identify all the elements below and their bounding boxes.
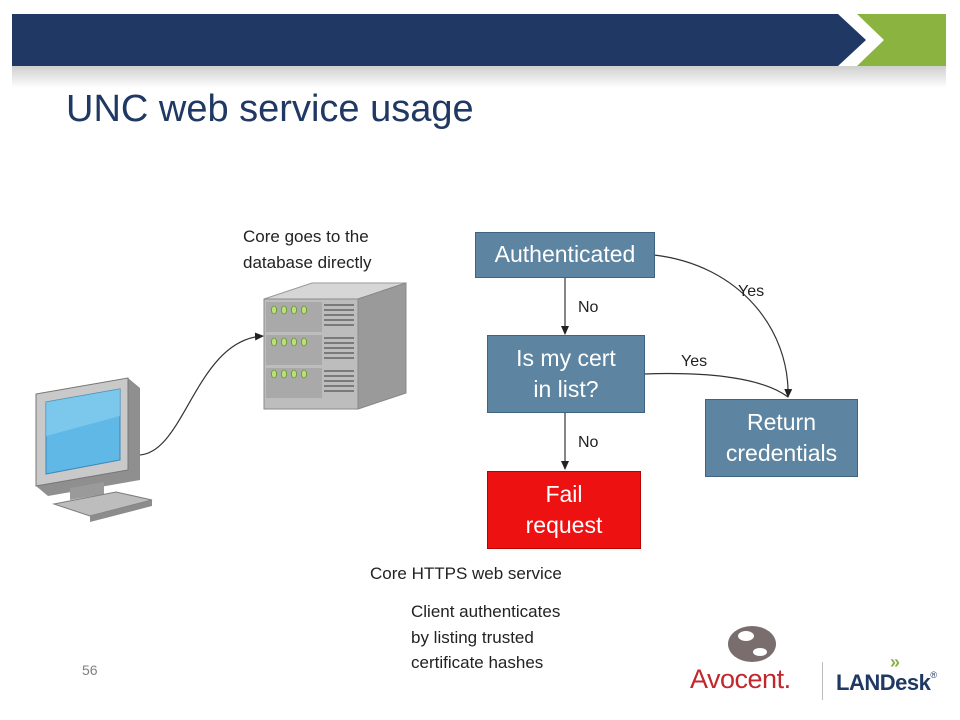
- core-database-note-line1: Core goes to the: [243, 227, 369, 246]
- avocent-logo-text: Avocent: [690, 664, 784, 694]
- return-credentials-line1: Return: [746, 408, 817, 435]
- header-chevron: [857, 14, 946, 66]
- server-rack-icon: [263, 282, 407, 410]
- authenticated-box: Authenticated: [475, 232, 655, 278]
- core-database-note-line2: database directly: [243, 252, 372, 272]
- core-database-note: Core goes to the database directly: [243, 224, 372, 275]
- web-service-caption: Core HTTPS web service: [370, 564, 562, 583]
- avocent-logo-dot: .: [783, 664, 792, 694]
- client-auth-line2: by listing trusted: [411, 627, 534, 647]
- edge-label-yes-1: Yes: [738, 283, 765, 300]
- computer-monitor-icon: [35, 377, 153, 522]
- cert-check-line2: in list?: [533, 376, 599, 402]
- landesk-logo-text: LANDesk: [836, 670, 931, 695]
- edge-label-no-2: No: [578, 434, 599, 451]
- arrow-auth-to-return: [653, 254, 793, 398]
- arrow-cert-to-return: [643, 372, 789, 398]
- cert-check-box: Is my cert in list?: [487, 335, 645, 413]
- fail-request-box: Fail request: [487, 471, 641, 549]
- return-credentials-line2: credentials: [725, 440, 838, 466]
- fail-request-line2: request: [525, 512, 603, 538]
- page-number: 56: [82, 662, 98, 678]
- cert-check-line1: Is my cert: [516, 344, 616, 371]
- avocent-logo: Avocent.: [690, 664, 791, 695]
- landesk-chevrons-icon: »: [890, 652, 901, 672]
- client-auth-line1: Client authenticates: [411, 602, 561, 621]
- avocent-logo-mark: [728, 626, 776, 662]
- edge-label-yes-2: Yes: [681, 353, 708, 370]
- monitor-to-server-curve: [137, 332, 264, 456]
- return-credentials-box: Return credentials: [705, 399, 858, 477]
- logo-divider: [822, 662, 823, 700]
- page-title: UNC web service usage: [66, 88, 474, 130]
- landesk-logo-registered: ®: [930, 670, 937, 680]
- fail-request-line1: Fail: [545, 480, 583, 507]
- header-banner: [12, 14, 946, 88]
- client-auth-line3: certificate hashes: [411, 653, 544, 672]
- landesk-logo: LANDesk®: [836, 670, 937, 696]
- header-bar: [12, 14, 866, 66]
- edge-label-no-1: No: [578, 299, 599, 316]
- client-auth-note: Client authenticates by listing trusted …: [411, 599, 560, 676]
